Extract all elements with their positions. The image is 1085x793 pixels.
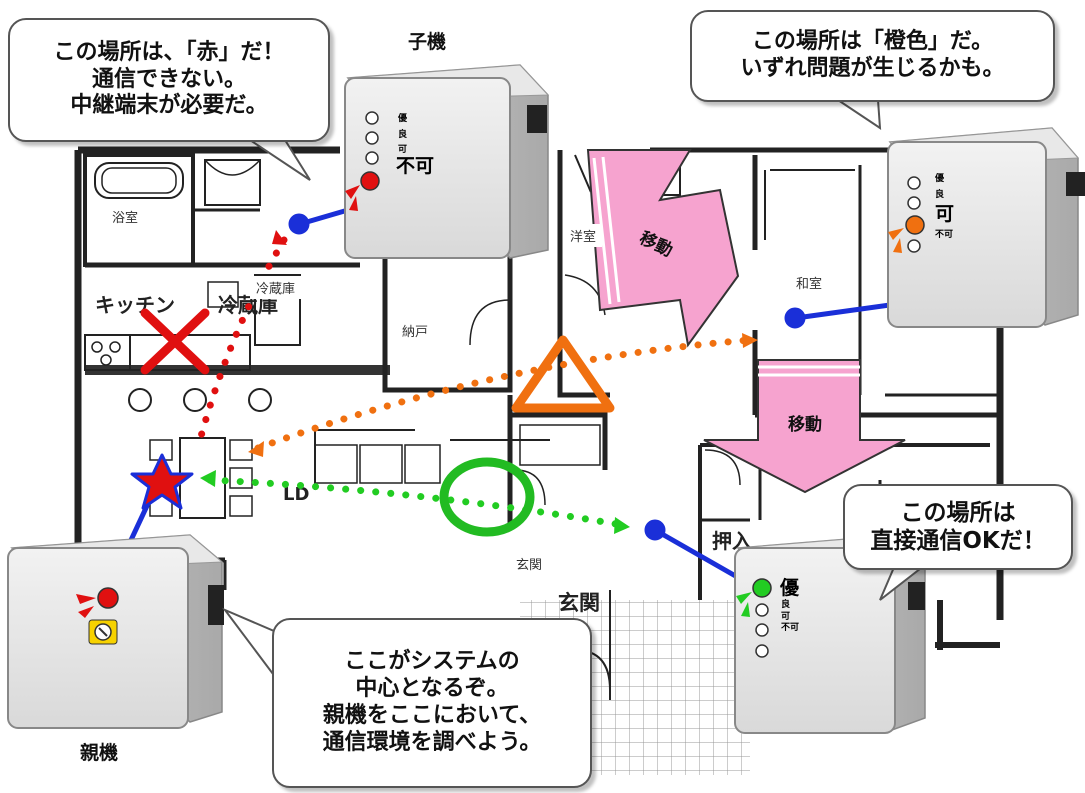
room-label-fridge: 冷蔵庫	[250, 276, 302, 299]
level-text: 不可	[935, 229, 953, 240]
red-link-head	[272, 230, 287, 245]
move-arrow-icon	[703, 359, 906, 494]
level-text: 優	[934, 172, 945, 184]
center-bubble: ここがシステムの 中心となるぞ。 親機をここにおいて、 通信環境を調べよう。	[272, 618, 592, 788]
bubble-line: 中心となるぞ。	[355, 676, 509, 702]
bubble-line: 中継端末が必要だ。	[70, 93, 268, 119]
child-device-top: 優 良 可 不可	[344, 64, 550, 259]
level-text: 良	[781, 598, 790, 610]
triangle-icon	[511, 335, 615, 413]
level-text: 不可	[781, 622, 799, 633]
bubble-line: いずれ問題が生じるかも。	[740, 56, 1005, 81]
room-label-western: 洋室	[564, 224, 603, 247]
signal-links	[196, 230, 758, 534]
green-link-head-right	[614, 517, 630, 534]
green-link-head-left	[200, 470, 216, 487]
status-text: 可	[935, 203, 954, 225]
ld-print-text: LD	[283, 484, 309, 505]
parent-device-label: 親機	[80, 742, 119, 764]
bubble-line: 直接通信OKだ！	[870, 528, 1046, 554]
level-text: 可	[398, 144, 407, 155]
room-label-storage: 納戸	[396, 319, 435, 342]
direct-ok-bubble: この場所は 直接通信OKだ！	[843, 484, 1073, 570]
level-text: 良	[935, 188, 944, 200]
green-link	[206, 476, 626, 529]
bubble-line: 親機をここにおいて、	[322, 703, 542, 728]
bubble-line: ここがシステムの	[344, 649, 520, 675]
kitchen-print-text: キッチン	[95, 293, 175, 317]
status-text: 不可	[396, 155, 434, 177]
bubble-line: 通信できない。	[91, 66, 246, 92]
orange-location-bubble: この場所は「橙色」だ。 いずれ問題が生じるかも。	[690, 10, 1055, 102]
child-device-right: 優 良 可 不可	[887, 127, 1085, 328]
orange-link-head-right	[742, 333, 758, 348]
cross-icon	[140, 308, 210, 375]
move-label-down: 移動	[788, 415, 822, 435]
bubble-line: 通信環境を調べよう。	[322, 729, 542, 755]
bubble-line: この場所は	[900, 499, 1016, 526]
orange-link-head-left	[248, 441, 264, 457]
parent-device	[7, 534, 224, 729]
dial-icon	[88, 619, 118, 645]
star-icon	[130, 453, 194, 510]
bubble-line: この場所は「橙色」だ。	[751, 29, 994, 55]
red-link	[196, 236, 288, 444]
bubble-line: この場所は、「赤」だ！	[53, 39, 285, 65]
room-label-japanese: 和室	[790, 271, 829, 294]
red-location-bubble: この場所は、「赤」だ！ 通信できない。 中継端末が必要だ。	[8, 18, 330, 142]
level-text: 良	[398, 128, 407, 140]
room-label-bath: 浴室	[106, 205, 145, 228]
status-text: 優	[779, 576, 800, 599]
room-label-entrance: 玄関	[510, 552, 549, 575]
circle-icon	[439, 457, 535, 537]
orange-link	[254, 336, 754, 452]
level-text: 可	[781, 611, 790, 622]
level-text: 優	[397, 112, 408, 124]
child-device-label: 子機	[408, 31, 447, 53]
entrance-print-text: 玄関	[558, 591, 600, 615]
